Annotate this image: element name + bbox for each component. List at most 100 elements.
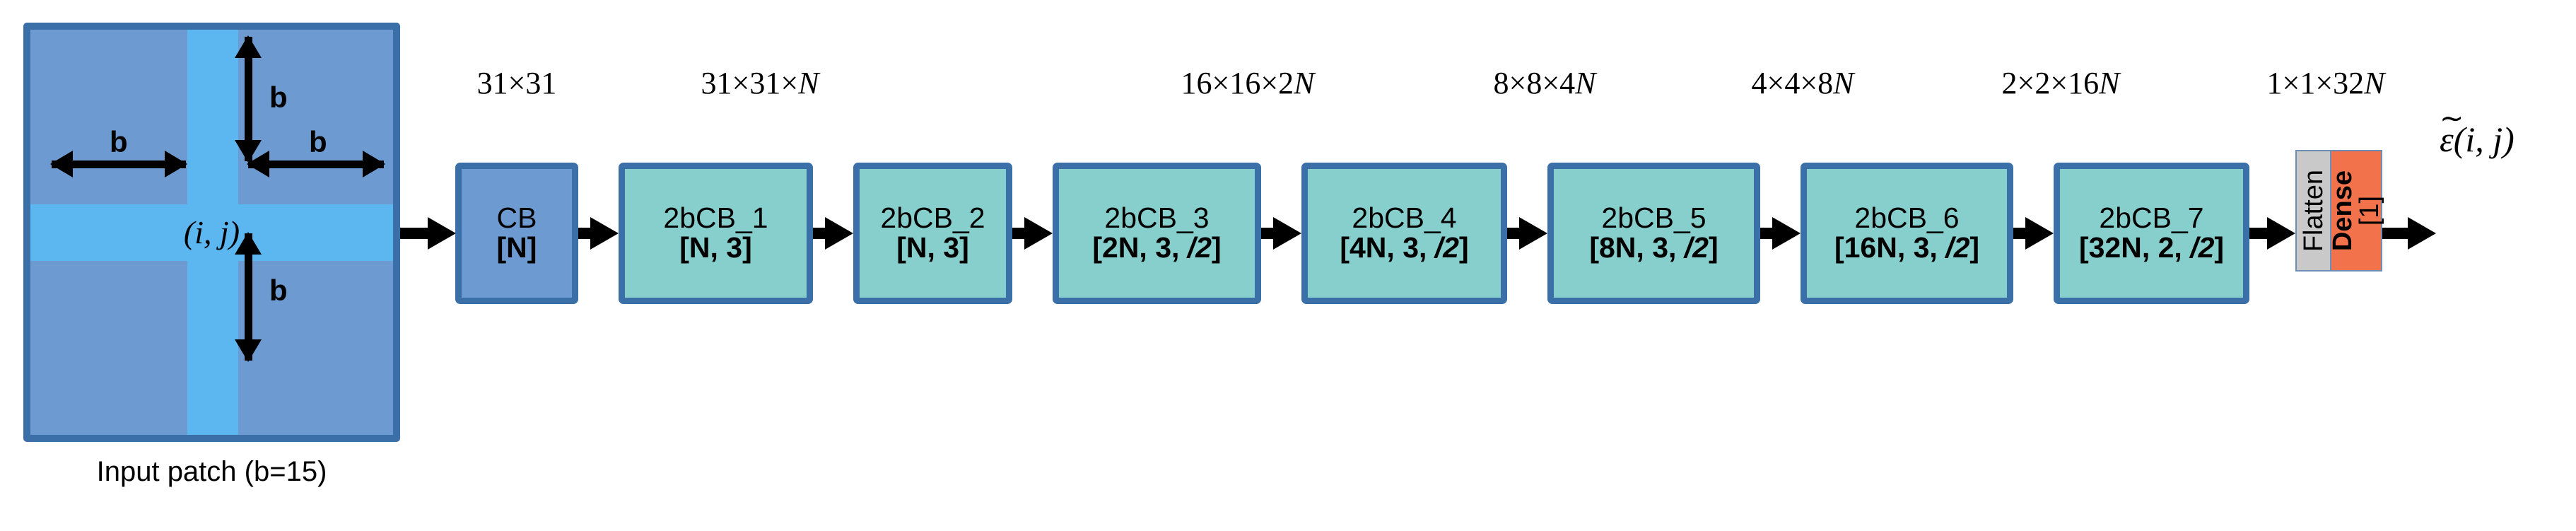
block-bcb4-params-stride: /2 (1434, 231, 1459, 264)
flow-arrow-shaft (400, 228, 428, 239)
input-patch-horizontal-band (30, 204, 393, 262)
arrowhead-left-icon (247, 151, 269, 177)
block-bcb6-name: 2bCB_6 (1854, 202, 1960, 235)
flow-arrow-shaft (2013, 228, 2027, 239)
dim-arrow-right (247, 150, 385, 178)
shape-label-stage6: 2×2×16N (1909, 65, 2213, 101)
arrowhead-right-icon (590, 217, 619, 250)
shape-label-stage3-text: 16×16×2 (1181, 66, 1294, 100)
block-bcb1-params: [N, 3] (679, 233, 752, 263)
block-bcb7-inner: 2bCB_7 [32N, 2, /2] (2060, 169, 2243, 298)
shape-label-stage1-italic: N (798, 66, 819, 100)
output-epsilon-glyph: ε (2440, 119, 2454, 159)
shape-label-stage1-text: 31×31× (701, 66, 799, 100)
block-bcb1-params-pre: [N, 3] (679, 231, 752, 264)
flow-arrow-shaft (1261, 228, 1275, 239)
block-bcb1[interactable]: 2bCB_1 [N, 3] (619, 163, 813, 304)
shape-label-stage5: 4×4×8N (1661, 65, 1944, 101)
block-bcb2[interactable]: 2bCB_2 [N, 3] (853, 163, 1012, 304)
dense-layer-label: Dense (2328, 170, 2358, 252)
block-cb-inner: CB [N] (462, 169, 572, 298)
block-bcb3-inner: 2bCB_3 [2N, 3, /2] (1059, 169, 1255, 298)
block-cb[interactable]: CB [N] (455, 163, 578, 304)
arrowhead-right-icon (363, 151, 385, 177)
dim-label-left: b (110, 125, 128, 158)
block-bcb7-params-stride: /2 (2190, 231, 2215, 264)
block-bcb2-name: 2bCB_2 (880, 202, 985, 235)
arrowhead-right-icon (1024, 217, 1053, 250)
block-bcb4-params: [4N, 3, /2] (1340, 233, 1468, 263)
output-epsilon-symbol: ∼ε (2440, 102, 2464, 160)
shape-label-input-text: 31×31 (476, 66, 557, 100)
arrowhead-right-icon (1519, 217, 1547, 250)
block-bcb7[interactable]: 2bCB_7 [32N, 2, /2] (2054, 163, 2249, 304)
block-bcb5-inner: 2bCB_5 [8N, 3, /2] (1554, 169, 1754, 298)
dense-layer[interactable]: Dense [1] (2328, 151, 2384, 270)
block-bcb7-params-pre: [32N, 2, (2078, 231, 2191, 264)
block-bcb4[interactable]: 2bCB_4 [4N, 3, /2] (1301, 163, 1507, 304)
flow-arrow-shaft (1760, 228, 1774, 239)
block-bcb4-inner: 2bCB_4 [4N, 3, /2] (1308, 169, 1501, 298)
block-bcb1-name: 2bCB_1 (663, 202, 768, 235)
block-bcb5-name: 2bCB_5 (1601, 202, 1706, 235)
shape-label-stage5-italic: N (1833, 66, 1854, 100)
arrowhead-right-icon (2025, 217, 2054, 250)
arrowhead-down-icon (235, 339, 262, 362)
shape-label-stage7-italic: N (2364, 66, 2385, 100)
arrowhead-right-icon (428, 217, 456, 250)
block-bcb5-params-pre: [8N, 3, (1589, 231, 1685, 264)
arrowhead-right-icon (1772, 217, 1801, 250)
block-bcb6-inner: 2bCB_6 [16N, 3, /2] (1807, 169, 2007, 298)
arrowhead-left-icon (50, 151, 73, 177)
shape-label-stage3-italic: N (1294, 66, 1315, 100)
block-bcb3[interactable]: 2bCB_3 [2N, 3, /2] (1053, 163, 1261, 304)
shape-label-stage6-italic: N (2099, 66, 2120, 100)
block-bcb6[interactable]: 2bCB_6 [16N, 3, /2] (1801, 163, 2013, 304)
arrowhead-right-icon (2408, 217, 2436, 250)
block-cb-name: CB (496, 202, 537, 235)
shape-label-stage3: 16×16×2N (1089, 65, 1407, 101)
block-bcb5-params: [8N, 3, /2] (1589, 233, 1718, 263)
block-cb-params-pre: [N] (496, 231, 537, 264)
dim-arrow-bottom-shaft (244, 233, 252, 361)
dim-arrow-top-shaft (244, 37, 252, 161)
arrowhead-right-icon (825, 217, 853, 250)
flatten-layer-label: Flatten (2298, 169, 2329, 252)
input-patch: b b b b (i, j) (23, 23, 400, 442)
head-layers-group: Flatten Dense [1] (2295, 150, 2384, 272)
dim-arrow-bottom (234, 232, 262, 362)
block-bcb3-params-stride: /2 (1187, 231, 1212, 264)
block-bcb4-params-pre: [4N, 3, (1340, 231, 1435, 264)
block-bcb7-params-post: ] (2214, 231, 2225, 264)
shape-label-input: 31×31 (421, 65, 612, 101)
dim-arrow-left-shaft (52, 160, 186, 168)
dim-label-right: b (309, 125, 327, 158)
flow-arrow-shaft (1507, 228, 1521, 239)
block-bcb1-inner: 2bCB_1 [N, 3] (625, 169, 807, 298)
arrowhead-right-icon (165, 151, 187, 177)
block-bcb7-name: 2bCB_7 (2099, 202, 2204, 235)
flow-arrow-shaft (578, 228, 592, 239)
block-bcb6-params: [16N, 3, /2] (1834, 233, 1979, 263)
block-bcb6-params-stride: /2 (1945, 231, 1970, 264)
block-bcb6-params-post: ] (1969, 231, 1980, 264)
block-bcb2-inner: 2bCB_2 [N, 3] (860, 169, 1006, 298)
block-bcb4-params-post: ] (1458, 231, 1469, 264)
block-bcb5-params-post: ] (1708, 231, 1719, 264)
shape-label-stage5-text: 4×4×8 (1751, 66, 1834, 100)
arrowhead-right-icon (2267, 217, 2295, 250)
block-bcb3-name: 2bCB_3 (1104, 202, 1210, 235)
flatten-layer[interactable]: Flatten (2297, 151, 2330, 270)
output-label: ∼ε(i, j) (2440, 102, 2514, 160)
block-bcb5-params-stride: /2 (1684, 231, 1709, 264)
arrowhead-up-icon (235, 232, 262, 255)
dim-arrow-left (50, 150, 187, 178)
block-bcb5[interactable]: 2bCB_5 [8N, 3, /2] (1547, 163, 1760, 304)
dense-layer-units: [1] (2355, 195, 2384, 226)
shape-label-stage7-text: 1×1×32 (2266, 66, 2365, 100)
block-bcb2-params-pre: [N, 3] (896, 231, 969, 264)
shape-label-stage1: 31×31×N (608, 65, 912, 101)
flow-arrow-shaft (2381, 228, 2409, 239)
shape-label-stage4: 8×8×4N (1407, 65, 1682, 101)
